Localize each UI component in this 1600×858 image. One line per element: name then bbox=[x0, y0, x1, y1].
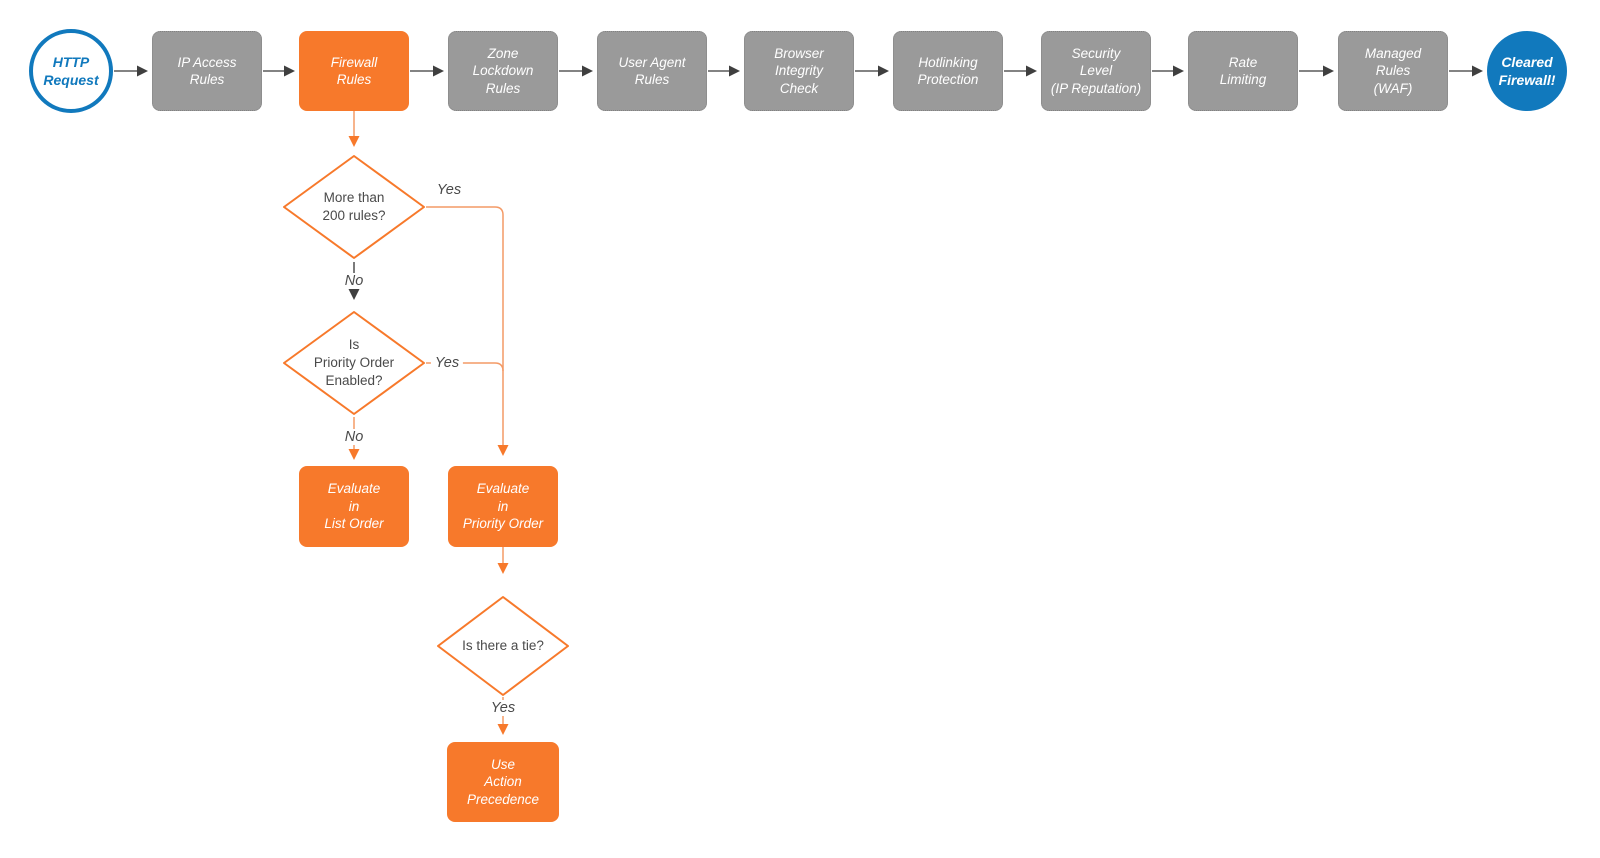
node-browser-integrity-check: Browser Integrity Check bbox=[744, 31, 854, 111]
node-user-agent-rules-label: User Agent Rules bbox=[618, 54, 686, 88]
node-managed-rules-waf: Managed Rules (WAF) bbox=[1338, 31, 1448, 111]
node-hotlinking-protection-label: Hotlinking Protection bbox=[917, 54, 979, 88]
node-zone-lockdown-rules: Zone Lockdown Rules bbox=[448, 31, 558, 111]
connector-d1-yes bbox=[426, 206, 509, 456]
node-rate-limiting: Rate Limiting bbox=[1188, 31, 1298, 111]
decision-more-than-200-rules: More than 200 rules? bbox=[282, 154, 426, 260]
node-security-level-label: Security Level (IP Reputation) bbox=[1050, 45, 1142, 96]
decision-priority-order-enabled-label: Is Priority Order Enabled? bbox=[313, 337, 395, 388]
node-http-request-label: HTTP Request bbox=[43, 54, 99, 88]
action-evaluate-list-order: Evaluate in List Order bbox=[299, 466, 409, 547]
connector-d2-yes bbox=[426, 362, 504, 372]
decision-more-than-200-rules-label: More than 200 rules? bbox=[322, 190, 386, 223]
diamond-shape bbox=[283, 311, 425, 415]
node-managed-rules-waf-label: Managed Rules (WAF) bbox=[1364, 45, 1422, 96]
action-evaluate-priority-order: Evaluate in Priority Order bbox=[448, 466, 558, 547]
node-ip-access-rules: IP Access Rules bbox=[152, 31, 262, 111]
edge-label-d2-yes: Yes bbox=[430, 355, 464, 371]
diamond-shape bbox=[283, 155, 425, 259]
node-security-level: Security Level (IP Reputation) bbox=[1041, 31, 1151, 111]
node-http-request: HTTP Request bbox=[29, 29, 113, 113]
action-use-action-precedence-label: Use Action Precedence bbox=[466, 756, 540, 807]
node-cleared-firewall: Cleared Firewall! bbox=[1487, 31, 1567, 111]
node-rate-limiting-label: Rate Limiting bbox=[1219, 54, 1267, 88]
diamond-shape bbox=[437, 596, 569, 696]
node-user-agent-rules: User Agent Rules bbox=[597, 31, 707, 111]
edge-label-d2-no: No bbox=[340, 429, 368, 445]
action-evaluate-list-order-label: Evaluate in List Order bbox=[324, 481, 384, 532]
node-zone-lockdown-rules-label: Zone Lockdown Rules bbox=[472, 45, 534, 96]
action-evaluate-priority-order-label: Evaluate in Priority Order bbox=[462, 481, 544, 532]
node-ip-access-rules-label: IP Access Rules bbox=[177, 54, 237, 88]
node-hotlinking-protection: Hotlinking Protection bbox=[893, 31, 1003, 111]
node-firewall-rules-label: Firewall Rules bbox=[330, 54, 378, 88]
node-cleared-firewall-label: Cleared Firewall! bbox=[1498, 54, 1556, 88]
decision-is-there-a-tie-label: Is there a tie? bbox=[462, 638, 544, 653]
node-browser-integrity-check-label: Browser Integrity Check bbox=[774, 45, 824, 96]
node-firewall-rules: Firewall Rules bbox=[299, 31, 409, 111]
action-use-action-precedence: Use Action Precedence bbox=[447, 742, 559, 822]
decision-is-there-a-tie: Is there a tie? bbox=[436, 595, 570, 697]
decision-priority-order-enabled: Is Priority Order Enabled? bbox=[282, 310, 426, 416]
edge-label-d3-yes: Yes bbox=[486, 700, 520, 716]
edge-label-d1-yes: Yes bbox=[432, 182, 466, 198]
edge-label-d1-no: No bbox=[340, 273, 368, 289]
